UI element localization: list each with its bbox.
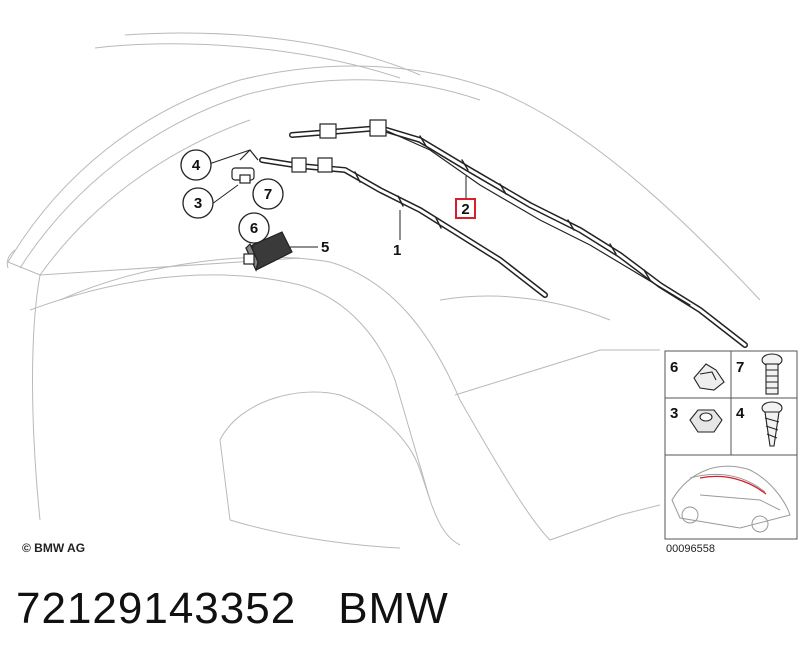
hex-nut-icon [689,409,723,433]
svg-text:3: 3 [194,195,202,212]
callout-7: 7 [252,178,284,210]
brand-name: BMW [338,584,449,633]
callout-2-highlighted: 2 [455,198,476,219]
curtain-airbag-part-2 [289,119,748,348]
part-footer: 72129143352 BMW [16,584,491,634]
gas-generator-fitting [231,149,259,184]
inflator-module-part-5 [243,231,293,272]
svg-text:2: 2 [461,201,469,218]
part-number: 72129143352 [16,584,297,633]
callout-3: 3 [182,187,214,219]
legend-label-7: 7 [736,359,744,376]
image-number: 00096558 [666,543,715,555]
callout-5: 5 [321,239,329,256]
clip-nut-icon [693,363,725,391]
svg-text:7: 7 [264,186,272,203]
legend-label-3: 3 [670,405,678,422]
car-thumbnail [664,454,798,540]
bolt-icon [761,353,783,395]
curtain-airbag-part-1 [259,157,548,298]
callout-4: 4 [180,149,212,181]
car-body-outline [6,32,761,549]
svg-text:4: 4 [192,157,201,174]
screw-icon [761,401,783,447]
legend-label-6: 6 [670,359,678,376]
callout-6: 6 [238,212,270,244]
hardware-legend: 6 7 3 4 [664,350,798,456]
callout-1: 1 [393,242,401,259]
legend-label-4: 4 [736,405,745,422]
svg-text:6: 6 [250,220,258,237]
copyright-label: © BMW AG [22,541,85,555]
